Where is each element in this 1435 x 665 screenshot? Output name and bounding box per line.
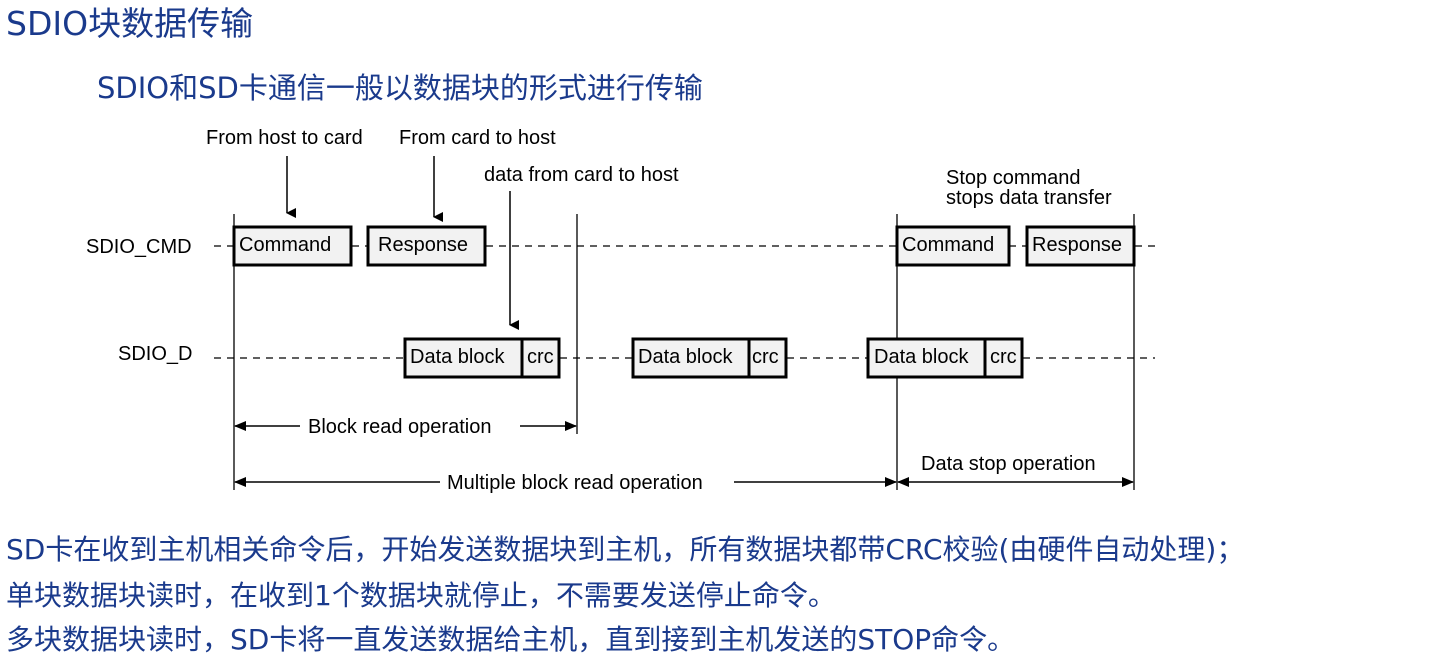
data-block-label: Data block: [638, 346, 733, 368]
annotation-stop-line1: Stop command: [946, 167, 1081, 189]
crc-label: crc: [752, 346, 779, 368]
span-label-multiple-block-read: Multiple block read operation: [447, 472, 703, 494]
data-block-label: Data block: [410, 346, 505, 368]
stop-response-box-label: Response: [1032, 234, 1122, 256]
command-box: Command: [232, 225, 353, 267]
stop-response-box: Response: [1025, 225, 1136, 267]
data-block-1: Data block crc: [403, 337, 561, 379]
annotation-data-card-to-host: data from card to host: [484, 164, 679, 186]
crc-label: crc: [527, 346, 554, 368]
data-block-label: Data block: [874, 346, 969, 368]
data-block-3: Data block crc: [866, 337, 1024, 379]
response-box: Response: [366, 225, 487, 267]
annotation-stop-line2: stops data transfer: [946, 187, 1112, 209]
annotation-host-to-card: From host to card: [206, 127, 363, 149]
stop-command-box: Command: [895, 225, 1011, 267]
page-title: SDIO块数据传输: [6, 4, 254, 43]
signal-label-data: SDIO_D: [118, 343, 192, 365]
span-label-block-read: Block read operation: [308, 416, 491, 438]
crc-label: crc: [990, 346, 1017, 368]
description-line-1: SD卡在收到主机相关命令后，开始发送数据块到主机，所有数据块都带CRC校验(由硬…: [6, 533, 1245, 566]
annotation-card-to-host: From card to host: [399, 127, 556, 149]
description-line-2: 单块数据块读时，在收到1个数据块就停止，不需要发送停止命令。: [6, 579, 836, 612]
data-block-2: Data block crc: [631, 337, 788, 379]
signal-label-cmd: SDIO_CMD: [86, 236, 192, 258]
description-line-3: 多块数据块读时，SD卡将一直发送数据给主机，直到接到主机发送的STOP命令。: [6, 623, 1016, 656]
response-box-label: Response: [378, 234, 468, 256]
command-box-label: Command: [239, 234, 331, 256]
page-subtitle: SDIO和SD卡通信一般以数据块的形式进行传输: [97, 71, 703, 105]
stop-command-box-label: Command: [902, 234, 994, 256]
span-label-data-stop: Data stop operation: [921, 453, 1096, 475]
